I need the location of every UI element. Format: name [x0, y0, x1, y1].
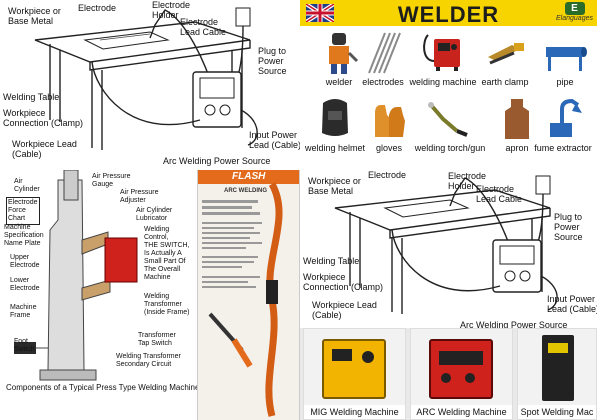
brand-badge: E: [564, 2, 585, 15]
arc-welding-diagram-top[interactable]: Workpiece or Base Metal Electrode Electr…: [0, 0, 300, 170]
press-machine-drawing: [14, 170, 138, 381]
label-welding-table: Welding Table: [303, 256, 360, 266]
arc-welding-diagram-bottom[interactable]: Workpiece or Base Metal Electrode Electr…: [300, 170, 597, 328]
label-electrode-lead: Electrode Lead Cable: [476, 184, 523, 204]
brochure-brand: FLASH: [232, 171, 266, 182]
vocab-item-electrodes[interactable]: electrodes: [346, 32, 420, 87]
label-electrode: Electrode: [78, 3, 117, 13]
label-lower-electrode: Lower Electrode: [10, 277, 40, 292]
vocab-item-welder[interactable]: welder: [302, 32, 376, 87]
vocab-label: welder: [325, 77, 353, 87]
vocab-label: welding torch/gun: [414, 143, 486, 153]
electrodes-icon: [358, 32, 408, 74]
welder-person-icon: [314, 32, 364, 74]
spot-machine-icon: [542, 335, 574, 401]
label-foot-switch: Foot Switch: [14, 338, 35, 353]
brochure-text-lines: [202, 200, 262, 288]
vocab-label: earth clamp: [481, 77, 529, 87]
vocab-item-welding-torch[interactable]: welding torch/gun: [408, 98, 492, 153]
brand-name: Elanguages: [556, 15, 593, 22]
title-band: [300, 0, 597, 26]
vocab-item-welding-machine[interactable]: welding machine: [406, 32, 480, 87]
welding-gun-icon: [208, 312, 253, 368]
flash-welding-brochure[interactable]: FLASH ARC WELDING: [197, 170, 300, 420]
product-card-mig[interactable]: MIG Welding Machine: [303, 328, 406, 420]
label-air-pressure-adjuster: Air Pressure Adjuster: [120, 189, 159, 204]
product-label: ARC Welding Machine: [411, 405, 512, 419]
label-air-cylinder-lubricator: Air Cylinder Lubricator: [136, 207, 173, 222]
label-air-cylinder: Air Cylinder: [14, 178, 40, 193]
product-label: Spot Welding Mac: [518, 405, 596, 419]
fume-extractor-icon: [538, 98, 588, 140]
vocab-item-earth-clamp[interactable]: earth clamp: [468, 32, 542, 87]
vocab-item-welding-helmet[interactable]: welding helmet: [300, 98, 372, 153]
label-workpiece-connection: Workpiece Connection (Clamp): [303, 272, 384, 292]
label-electrode-holder: Electrode Holder: [448, 171, 487, 191]
caption-arc-power-source: Arc Welding Power Source: [163, 156, 271, 166]
welding-torch-cable-icon: [265, 182, 283, 417]
label-transformer-tap: Transformer Tap Switch: [138, 332, 176, 347]
label-plug: Plug to Power Source: [258, 46, 287, 76]
label-workpiece-connection: Workpiece Connection (Clamp): [3, 108, 84, 128]
arc-welding-drawing: [34, 7, 258, 150]
product-card-arc[interactable]: ARC Welding Machine: [410, 328, 513, 420]
label-secondary-circuit: Welding Transformer Secondary Circuit: [116, 353, 181, 368]
vocab-label: pipe: [556, 77, 574, 87]
mig-machine-icon: [322, 339, 386, 399]
vocab-item-apron[interactable]: apron: [480, 98, 554, 153]
arc-machine-icon: [429, 339, 493, 399]
label-workpiece: Workpiece or Base Metal: [308, 176, 361, 196]
vocab-label: apron: [505, 143, 529, 153]
brochure-header: [198, 170, 299, 184]
caption-press-machine: Components of a Typical Press Type Weldi…: [6, 383, 197, 392]
label-welding-transformer: Welding Transformer (Inside Frame): [144, 293, 190, 316]
vocab-label: electrodes: [362, 77, 404, 87]
label-machine-frame: Machine Frame: [10, 304, 37, 319]
label-input-power: Input Power Lead (Cable): [547, 294, 597, 314]
label-air-pressure-gauge: Air Pressure Gauge: [92, 173, 131, 188]
apron-icon: [492, 98, 542, 140]
label-welding-table: Welding Table: [3, 92, 60, 102]
label-upper-electrode: Upper Electrode: [10, 254, 40, 269]
vocab-item-pipe[interactable]: pipe: [528, 32, 597, 87]
label-workpiece-lead: Workpiece Lead (Cable): [12, 139, 77, 159]
press-welding-machine-diagram[interactable]: Air Cylinder Air Pressure Gauge Air Pres…: [0, 170, 197, 420]
label-electrode-holder: Electrode Holder: [152, 0, 191, 20]
product-card-spot[interactable]: Spot Welding Mac: [517, 328, 597, 420]
vocab-label: fume extractor: [534, 143, 592, 153]
label-workpiece: Workpiece or Base Metal: [8, 6, 61, 26]
vocab-item-fume-extractor[interactable]: fume extractor: [526, 98, 597, 153]
caption-arc-power-source: Arc Welding Power Source: [460, 320, 568, 328]
label-electrode-lead: Electrode Lead Cable: [180, 17, 227, 37]
label-nameplate: Machine Specification Name Plate: [4, 224, 44, 247]
label-welding-control: Welding Control, THE SWITCH, Is Actually…: [144, 226, 190, 281]
product-label: MIG Welding Machine: [304, 405, 405, 419]
gloves-icon: [364, 98, 414, 140]
welder-vocabulary-card[interactable]: WELDER E Elanguages welder electrodes we…: [300, 0, 597, 170]
pipe-icon: [540, 32, 590, 74]
label-input-power: Input Power Lead (Cable): [249, 130, 300, 150]
label-plug: Plug to Power Source: [554, 212, 583, 242]
vocab-title: WELDER: [397, 2, 500, 27]
welding-machine-icon: [418, 32, 468, 74]
label-workpiece-lead: Workpiece Lead (Cable): [312, 300, 377, 320]
welding-helmet-icon: [310, 98, 360, 140]
vocab-label: gloves: [375, 143, 402, 153]
earth-clamp-icon: [480, 32, 530, 74]
label-electrode-force-chart: Electrode Force Chart: [6, 197, 40, 225]
uk-flag-icon: [306, 4, 334, 22]
vocab-label: welding machine: [409, 77, 477, 87]
arc-welding-drawing-2: [334, 175, 558, 314]
brand-logo: E Elanguages: [556, 2, 593, 22]
vocab-label: welding helmet: [304, 143, 366, 153]
label-electrode: Electrode: [368, 170, 407, 180]
brochure-tag: ARC WELDING: [224, 188, 267, 194]
vocab-item-gloves[interactable]: gloves: [352, 98, 426, 153]
welding-torch-icon: [425, 98, 475, 140]
